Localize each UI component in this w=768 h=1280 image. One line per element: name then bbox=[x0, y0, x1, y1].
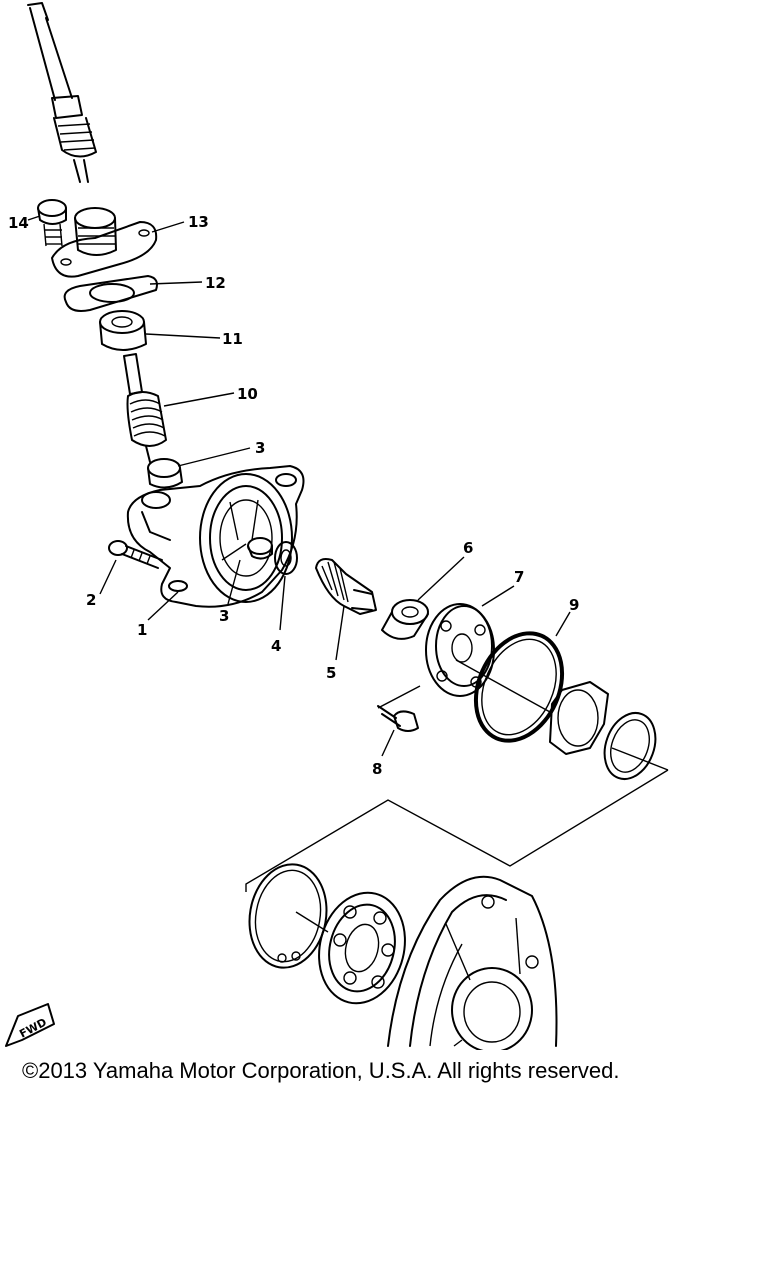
callout-11: 11 bbox=[222, 330, 243, 348]
callout-3-upper: 3 bbox=[255, 439, 265, 457]
part-2-bolt bbox=[108, 540, 163, 569]
callout-3-lower: 3 bbox=[219, 607, 229, 625]
callout-10: 10 bbox=[237, 385, 258, 403]
speedometer-cable-shaft bbox=[27, 2, 97, 183]
callout-5: 5 bbox=[326, 664, 336, 682]
parts-diagram: 14 13 12 11 10 3 2 1 3 4 5 6 7 9 8 FWD bbox=[5, 2, 669, 1050]
part-10-worm-gear-shaft bbox=[123, 353, 167, 463]
callout-8: 8 bbox=[372, 760, 382, 778]
leader-lines bbox=[27, 215, 571, 757]
part-4-washer bbox=[274, 541, 298, 575]
lower-assembly bbox=[248, 863, 558, 1050]
nut-and-washer bbox=[549, 681, 657, 780]
callout-12: 12 bbox=[205, 274, 226, 292]
alignment-lines bbox=[245, 659, 669, 892]
fwd-arrow-icon: FWD bbox=[5, 1003, 55, 1047]
callout-4: 4 bbox=[271, 637, 281, 655]
callout-13: 13 bbox=[188, 213, 209, 231]
part-12-gasket bbox=[63, 275, 158, 312]
part-6-spacer bbox=[381, 599, 429, 640]
part-3-upper-collar bbox=[147, 458, 183, 489]
callout-2: 2 bbox=[86, 591, 96, 609]
part-13-flange-housing bbox=[51, 207, 158, 278]
part-1-gear-housing bbox=[126, 465, 305, 608]
part-8-screw bbox=[377, 705, 419, 732]
callout-6: 6 bbox=[463, 539, 473, 557]
callout-1: 1 bbox=[137, 621, 147, 639]
part-14-bolt bbox=[37, 199, 67, 247]
part-9-o-ring bbox=[473, 631, 565, 743]
part-11-bushing bbox=[99, 310, 147, 351]
callout-labels: 14 13 12 11 10 3 2 1 3 4 5 6 7 9 8 bbox=[8, 213, 579, 778]
callout-14: 14 bbox=[8, 214, 29, 232]
callout-7: 7 bbox=[514, 568, 524, 586]
part-5-driven-gear bbox=[315, 558, 377, 615]
fwd-label: FWD bbox=[17, 1016, 49, 1041]
copyright-notice: ©2013 Yamaha Motor Corporation, U.S.A. A… bbox=[22, 1058, 620, 1083]
callout-9: 9 bbox=[569, 596, 579, 614]
part-7-gear-plate bbox=[425, 603, 495, 697]
